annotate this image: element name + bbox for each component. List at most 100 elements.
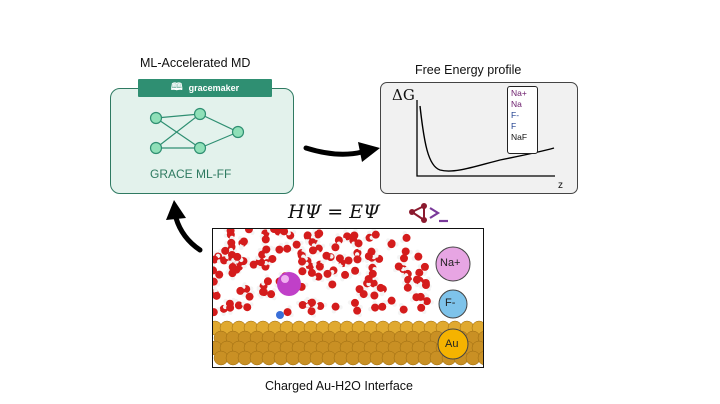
f-ion-marker	[438, 289, 468, 319]
oxygen-atom	[359, 290, 368, 299]
oxygen-atom	[228, 263, 237, 272]
oxygen-atom	[414, 252, 423, 261]
oxygen-atom	[280, 229, 289, 236]
oxygen-atom	[303, 231, 312, 240]
oxygen-atom	[350, 298, 359, 307]
oxygen-atom	[370, 291, 379, 300]
oxygen-atom	[353, 306, 362, 315]
oxygen-atom	[331, 243, 340, 252]
oxygen-atom	[376, 283, 385, 292]
na-ion-marker	[435, 246, 471, 282]
oxygen-atom	[234, 301, 243, 310]
gracemaker-badge: 🕮 gracemaker	[138, 79, 272, 97]
oxygen-atom	[307, 298, 316, 307]
oxygen-atom	[415, 268, 424, 277]
oxygen-atom	[226, 303, 235, 312]
oxygen-atom	[233, 252, 242, 261]
oxygen-atom	[298, 301, 307, 310]
oxygen-atom	[307, 268, 316, 277]
nn-node	[231, 125, 245, 139]
oxygen-atom	[364, 252, 373, 261]
oxygen-atom	[245, 292, 254, 301]
oxygen-atom	[308, 246, 317, 255]
oxygen-atom	[215, 270, 224, 279]
oxygen-atom	[322, 251, 331, 260]
oxygen-atom	[403, 283, 412, 292]
oxygen-atom	[351, 266, 360, 275]
free-energy-panel	[380, 82, 578, 194]
oxygen-atom	[334, 236, 343, 245]
oxygen-atom	[404, 275, 413, 284]
z-axis-label: z	[558, 180, 563, 191]
dft-logo-icon	[409, 203, 448, 223]
oxygen-atom	[417, 303, 426, 312]
oxygen-atom	[354, 239, 363, 248]
oxygen-atom	[353, 255, 362, 264]
oxygen-atom	[315, 262, 324, 271]
book-icon: 🕮	[170, 81, 183, 93]
oxygen-atom	[368, 269, 377, 278]
oxygen-atom	[268, 254, 277, 263]
oxygen-atom	[261, 235, 270, 244]
oxygen-atom	[422, 297, 431, 306]
legend-entry: Na+	[511, 88, 527, 98]
nn-node	[193, 107, 207, 121]
oxygen-atom	[413, 275, 422, 284]
neural-network-graph	[149, 107, 245, 155]
oxygen-atom	[328, 280, 337, 289]
oxygen-atom	[213, 277, 218, 286]
arrow-to-ml-md	[166, 200, 203, 253]
oxygen-atom	[307, 307, 316, 316]
oxygen-atom	[421, 281, 430, 290]
ml-md-title: ML-Accelerated MD	[140, 56, 251, 70]
interface-snapshot	[212, 228, 484, 368]
oxygen-atom	[283, 308, 292, 317]
legend-entry: Na	[511, 99, 522, 109]
free-energy-plot	[416, 100, 555, 177]
ml-md-panel	[110, 88, 294, 194]
hydrogen-atom	[366, 281, 371, 287]
oxygen-atom	[239, 237, 248, 246]
free-energy-title: Free Energy profile	[415, 63, 522, 77]
au-label: Au	[445, 338, 459, 350]
free-energy-legend: Na+ Na F- F NaF	[507, 86, 538, 154]
oxygen-atom	[420, 262, 429, 271]
oxygen-atom	[401, 247, 410, 256]
oxygen-atom	[314, 272, 323, 281]
oxygen-atom	[335, 254, 344, 263]
oxygen-atom	[399, 305, 408, 314]
hydrogen-atom	[218, 248, 223, 254]
oxygen-atom	[262, 245, 271, 254]
legend-entry: F-	[511, 110, 520, 120]
oxygen-atom	[331, 302, 340, 311]
oxygen-atom	[387, 240, 396, 249]
gold-atom	[477, 351, 483, 365]
legend-entry: NaF	[511, 132, 528, 142]
na-ion-label: Na+	[440, 257, 461, 269]
oxygen-atom	[228, 269, 237, 278]
nn-node	[149, 111, 163, 125]
hydrogen-atom	[341, 237, 347, 243]
interface-title: Charged Au-H2O Interface	[265, 379, 413, 393]
hydrogen-atom	[401, 261, 407, 266]
oxygen-atom	[298, 257, 307, 266]
sodium-ion-highlight	[281, 275, 289, 283]
fluoride-ion	[276, 311, 284, 319]
oxygen-atom	[399, 254, 408, 263]
oxygen-atom	[387, 296, 396, 305]
oxygen-atom	[275, 245, 284, 254]
grace-mlff-label: GRACE ML-FF	[150, 167, 232, 181]
au-marker	[437, 328, 469, 360]
oxygen-atom	[213, 291, 221, 300]
oxygen-atom	[323, 269, 332, 278]
oxygen-atom	[256, 258, 265, 267]
ion-legend	[435, 246, 471, 360]
schrodinger-equation: HΨ = EΨ	[288, 201, 380, 223]
oxygen-atom	[371, 230, 380, 239]
oxygen-atom	[259, 287, 268, 296]
oxygen-atom	[292, 240, 301, 249]
oxygen-atom	[344, 256, 353, 265]
oxygen-atom	[341, 270, 350, 279]
sodium-ion	[277, 272, 301, 296]
oxygen-atom	[236, 286, 245, 295]
